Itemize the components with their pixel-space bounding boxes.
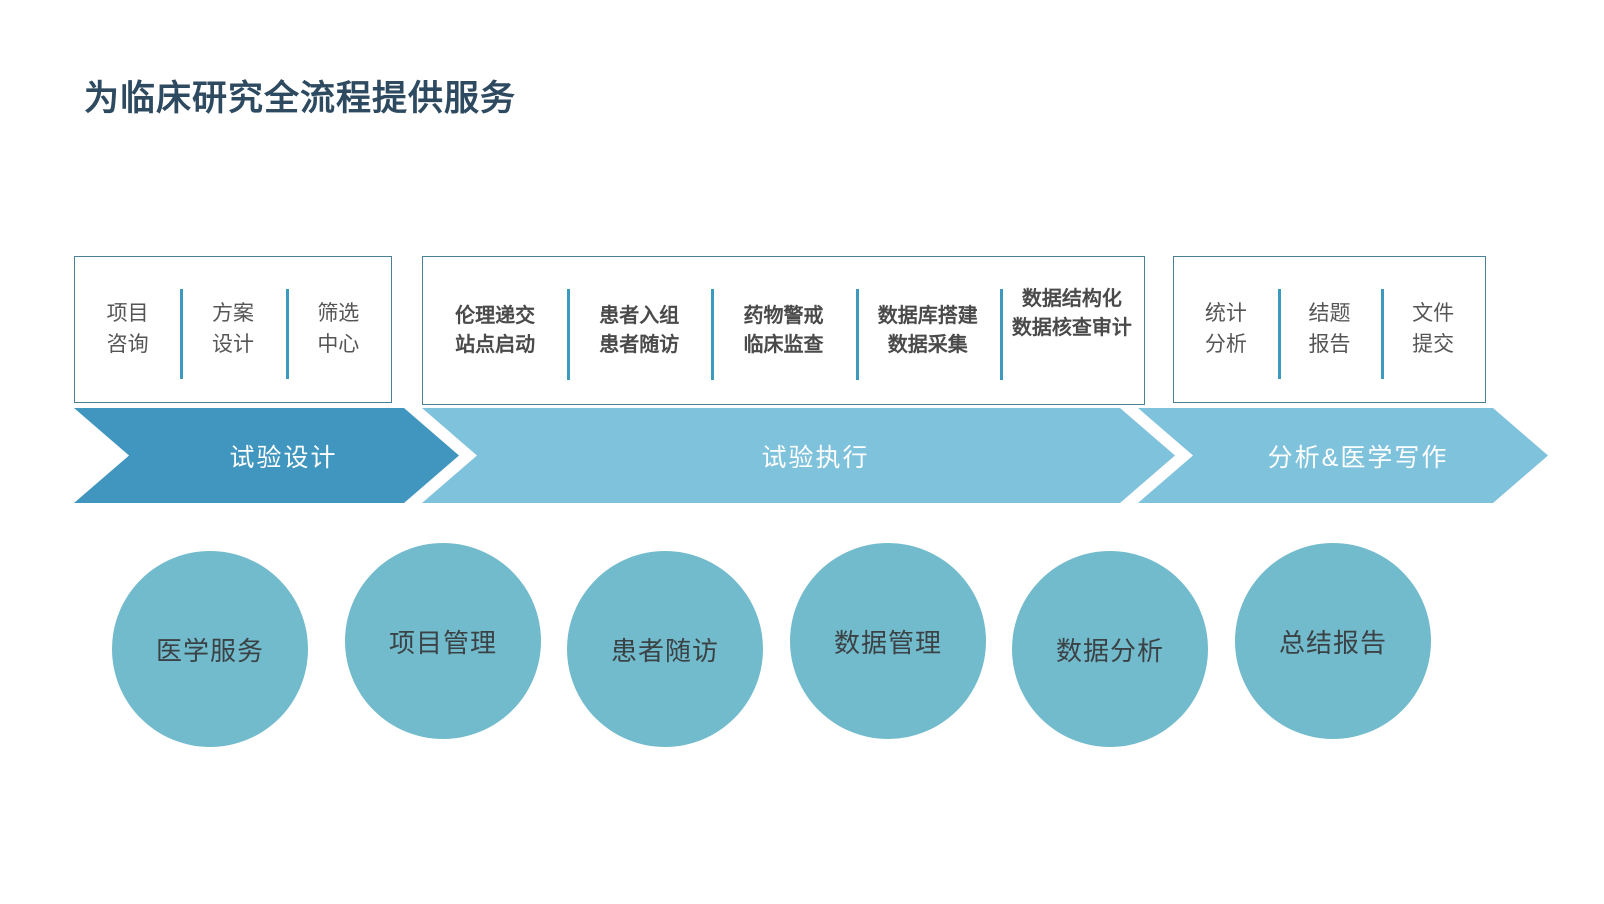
- task-cell[interactable]: 数据库搭建数据采集: [855, 257, 1000, 404]
- task-cell[interactable]: 数据结构化数据核查审计: [999, 257, 1144, 404]
- task-label: 统计分析: [1204, 302, 1247, 356]
- page-title: 为临床研究全流程提供服务: [84, 79, 517, 118]
- task-box-phase-1: 项目咨询 方案设计 筛选中心: [74, 256, 392, 403]
- task-label: 结题报告: [1308, 302, 1351, 356]
- chevron-label: 试验执行: [761, 443, 870, 472]
- task-cell[interactable]: 筛选中心: [285, 257, 391, 402]
- service-circle-row: 医学服务 项目管理 患者随访 数据管理 数据分析 总结报告: [0, 530, 1604, 760]
- service-circle[interactable]: 数据管理: [790, 543, 986, 739]
- service-label: 医学服务: [155, 635, 264, 666]
- task-label: 筛选中心: [317, 302, 360, 356]
- service-circle[interactable]: 数据分析: [1012, 551, 1208, 747]
- task-cell[interactable]: 结题报告: [1277, 257, 1382, 402]
- task-label: 患者入组患者随访: [599, 304, 680, 356]
- chevron-label: 分析&医学写作: [1267, 443, 1449, 472]
- process-chevron-band: 试验设计 试验执行 分析&医学写作: [0, 408, 1604, 503]
- chevron-label: 试验设计: [229, 443, 338, 472]
- task-label: 文件提交: [1412, 302, 1455, 356]
- service-label: 总结报告: [1278, 627, 1387, 658]
- task-cell[interactable]: 统计分析: [1174, 257, 1278, 402]
- task-label: 项目咨询: [106, 302, 149, 356]
- task-label: 药物警戒临床监查: [743, 304, 824, 356]
- task-cell[interactable]: 伦理递交站点启动: [423, 257, 567, 404]
- service-circle[interactable]: 项目管理: [345, 543, 541, 739]
- service-label: 数据分析: [1055, 635, 1164, 666]
- service-circle[interactable]: 患者随访: [567, 551, 763, 747]
- service-circle[interactable]: 医学服务: [112, 551, 308, 747]
- task-cell[interactable]: 项目咨询: [75, 257, 180, 402]
- chevron-stage-1[interactable]: 试验设计: [74, 408, 459, 503]
- task-box-phase-3: 统计分析 结题报告 文件提交: [1173, 256, 1486, 403]
- task-box-phase-2: 伦理递交站点启动 患者入组患者随访 药物警戒临床监查 数据库搭建数据采集 数据结…: [422, 256, 1145, 405]
- task-cell[interactable]: 文件提交: [1381, 257, 1485, 402]
- service-label: 患者随访: [610, 635, 719, 666]
- task-label: 方案设计: [211, 302, 254, 356]
- task-cell[interactable]: 方案设计: [180, 257, 285, 402]
- task-label: 伦理递交站点启动: [455, 304, 536, 356]
- task-label: 数据结构化数据核查审计: [1011, 288, 1132, 339]
- service-label: 项目管理: [388, 627, 497, 658]
- task-cell[interactable]: 药物警戒临床监查: [711, 257, 855, 404]
- chevron-stage-3[interactable]: 分析&医学写作: [1138, 408, 1548, 503]
- service-label: 数据管理: [833, 627, 942, 658]
- task-cell[interactable]: 患者入组患者随访: [567, 257, 711, 404]
- service-circle[interactable]: 总结报告: [1235, 543, 1431, 739]
- chevron-stage-2[interactable]: 试验执行: [422, 408, 1175, 503]
- task-label: 数据库搭建数据采集: [877, 304, 978, 356]
